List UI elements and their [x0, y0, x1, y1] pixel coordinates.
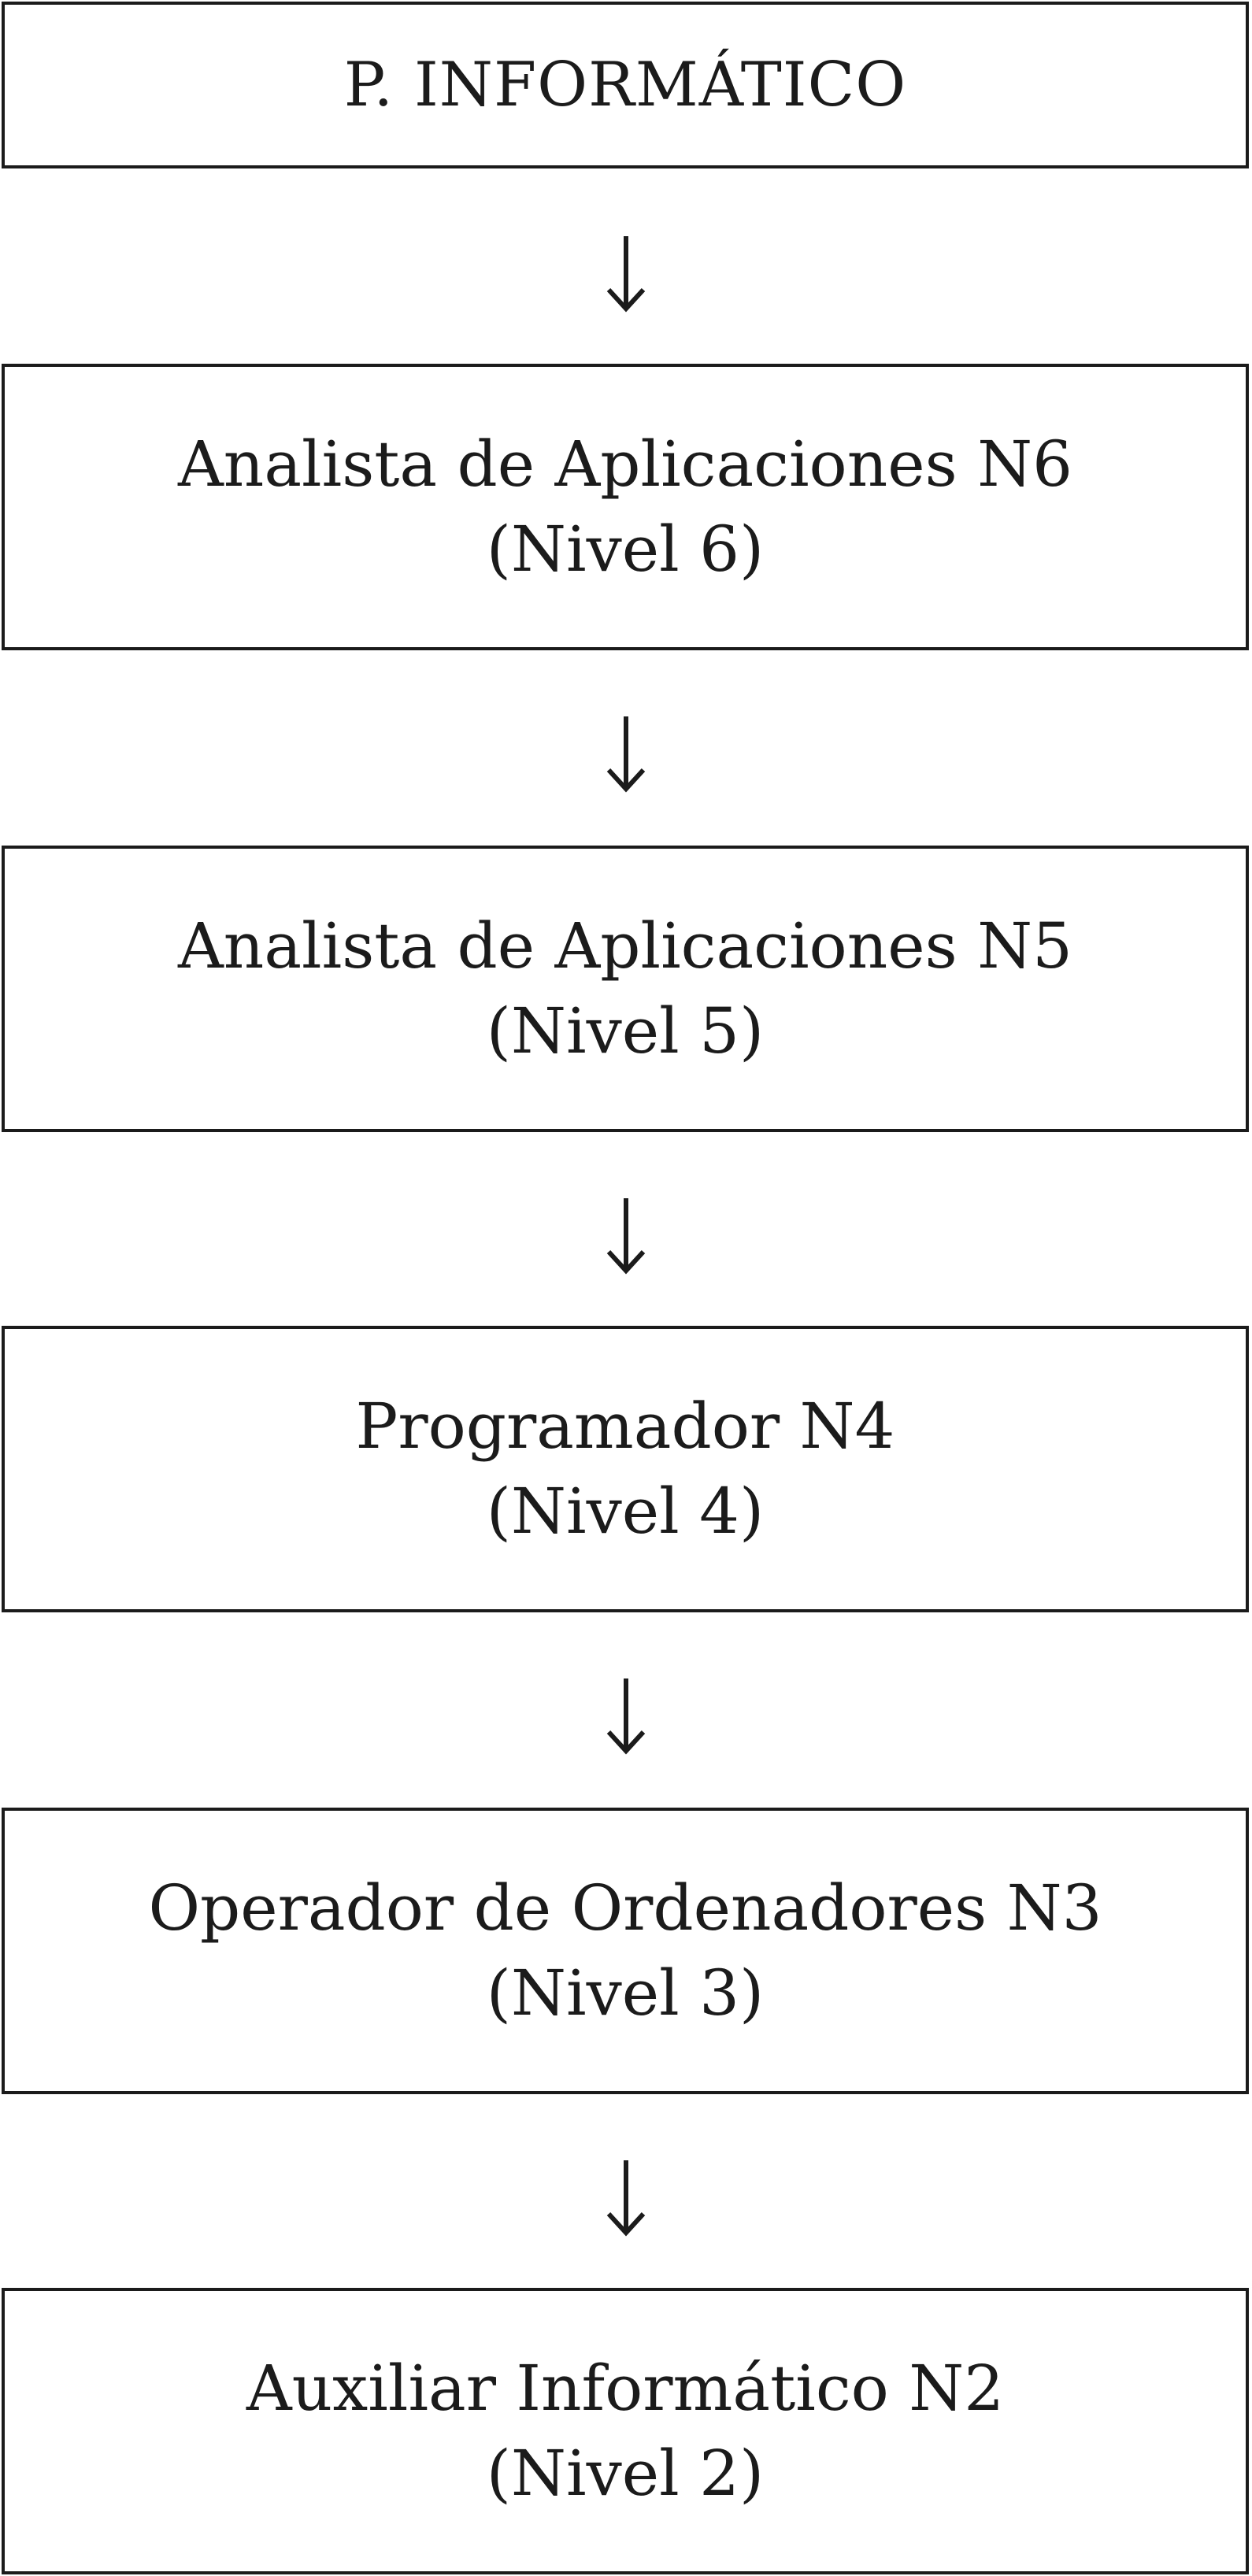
level-box-2: Auxiliar Informático N2 (Nivel 2) [2, 2288, 1249, 2574]
header-label: P. INFORMÁTICO [343, 50, 907, 120]
level-box-4: Programador N4 (Nivel 4) [2, 1326, 1249, 1612]
level-box-title: Analista de Aplicaciones N6 [178, 427, 1072, 501]
down-arrow-icon [595, 233, 657, 315]
level-box-level: (Nivel 2) [486, 2437, 765, 2510]
down-arrow-icon [595, 2157, 657, 2239]
level-box-title: Analista de Aplicaciones N5 [178, 909, 1072, 983]
level-box-title: Auxiliar Informático N2 [246, 2352, 1005, 2425]
down-arrow-icon [595, 1195, 657, 1277]
level-box-level: (Nivel 4) [486, 1475, 765, 1548]
level-box-title: Programador N4 [355, 1390, 895, 1463]
level-box-level: (Nivel 6) [486, 513, 765, 586]
header-box: P. INFORMÁTICO [2, 2, 1249, 168]
level-box-5: Analista de Aplicaciones N5 (Nivel 5) [2, 846, 1249, 1132]
down-arrow-icon [595, 1675, 657, 1757]
level-box-level: (Nivel 3) [486, 1956, 765, 2030]
level-box-6: Analista de Aplicaciones N6 (Nivel 6) [2, 364, 1249, 650]
level-box-level: (Nivel 5) [486, 994, 765, 1068]
down-arrow-icon [595, 713, 657, 795]
level-box-title: Operador de Ordenadores N3 [148, 1871, 1102, 1945]
level-box-3: Operador de Ordenadores N3 (Nivel 3) [2, 1808, 1249, 2094]
